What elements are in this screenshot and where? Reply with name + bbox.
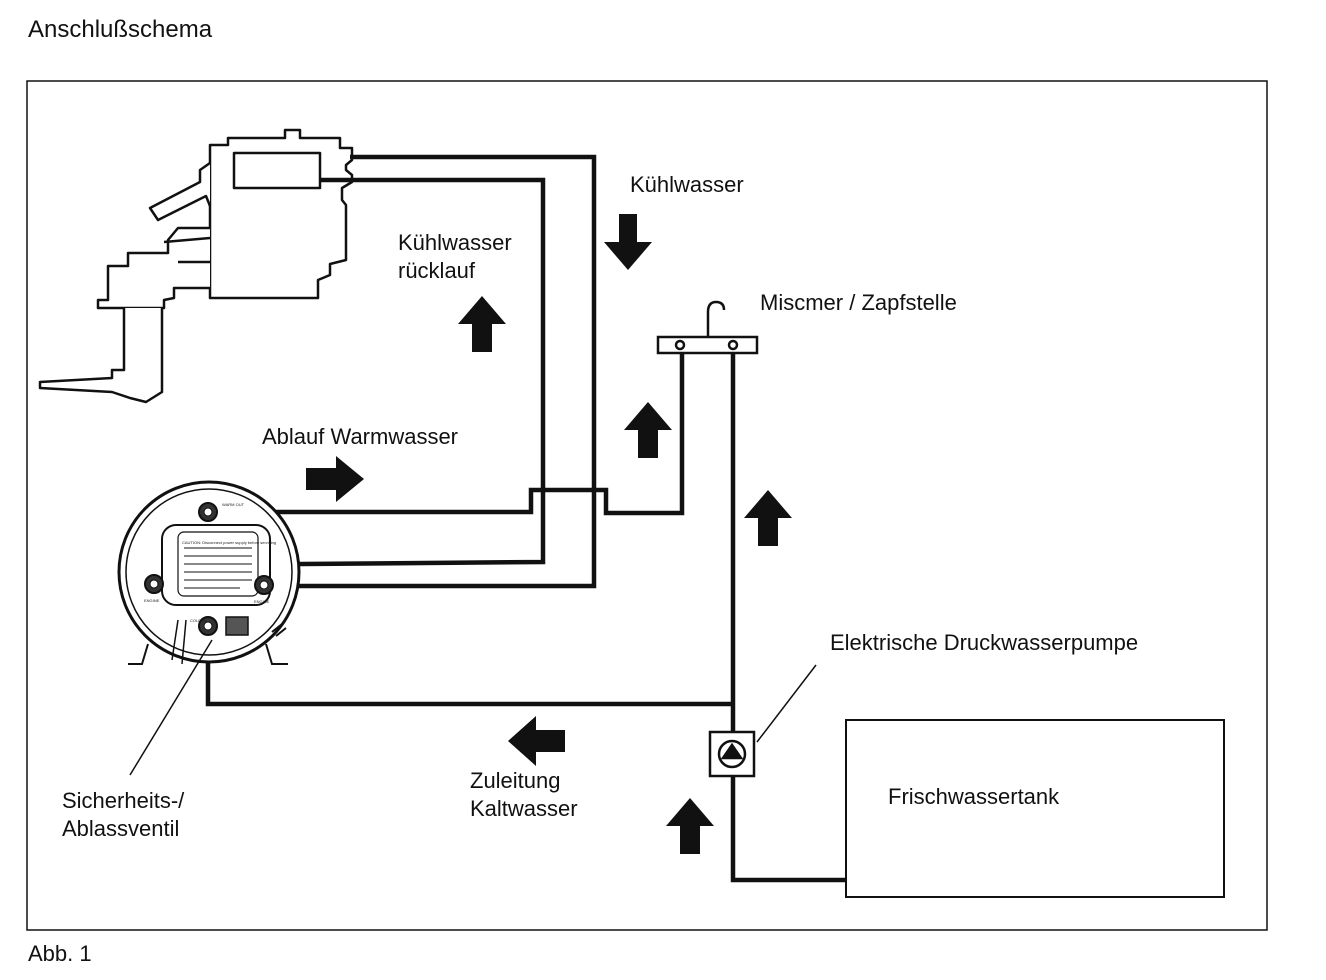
label-coolant: Kühlwasser xyxy=(630,172,744,197)
figure-caption: Abb. 1 xyxy=(28,941,92,966)
pipe-cold-main xyxy=(730,346,846,883)
pipe-coolant-supply xyxy=(264,154,597,589)
safety-valve-body xyxy=(225,616,249,636)
mixer-tap xyxy=(656,300,759,355)
boiler-cold-in-marking: COLD IN xyxy=(190,618,206,623)
boiler-engine-left-marking: ENGINE xyxy=(144,598,160,603)
page-title: Anschlußschema xyxy=(28,16,213,43)
boiler-engine-right-marking: ENGINE xyxy=(254,599,270,604)
diagram-frame xyxy=(26,80,1268,931)
cold-feed-arrow xyxy=(508,716,565,766)
label-valve-line1: Sicherheits-/ xyxy=(62,788,185,813)
valve-leader-line xyxy=(129,639,213,776)
boiler-caution-marking: CAUTION: Disconnect power supply before … xyxy=(182,540,276,545)
label-coolant-return-line2: rücklauf xyxy=(398,258,476,283)
label-cold-feed-line2: Kaltwasser xyxy=(470,796,578,821)
fresh-water-tank xyxy=(845,719,1225,898)
boiler-warm-out-marking: WARM OUT xyxy=(222,502,245,507)
label-valve-line2: Ablassventil xyxy=(62,816,179,841)
label-tank: Frischwassertank xyxy=(888,784,1060,809)
label-pump: Elektrische Druckwasserpumpe xyxy=(830,630,1138,655)
pump-icon xyxy=(708,730,756,778)
mixer-arrow-right-arrow xyxy=(744,490,792,546)
coolant-arrow xyxy=(604,214,652,270)
label-coolant-return-line1: Kühlwasser xyxy=(398,230,512,255)
tank-arrow xyxy=(666,798,714,854)
label-mixer: Miscmer / Zapfstelle xyxy=(760,290,957,315)
pump-leader-line xyxy=(756,664,817,743)
label-cold-feed-line1: Zuleitung xyxy=(470,768,561,793)
label-hot-drain: Ablauf Warmwasser xyxy=(262,424,458,449)
mixer-arrow-left-arrow xyxy=(624,402,672,458)
engine xyxy=(38,128,354,404)
pipe-warm-out xyxy=(208,346,685,516)
hot-drain-arrow xyxy=(306,456,364,502)
coolant-return-arrow xyxy=(458,296,506,352)
boiler xyxy=(117,480,301,665)
